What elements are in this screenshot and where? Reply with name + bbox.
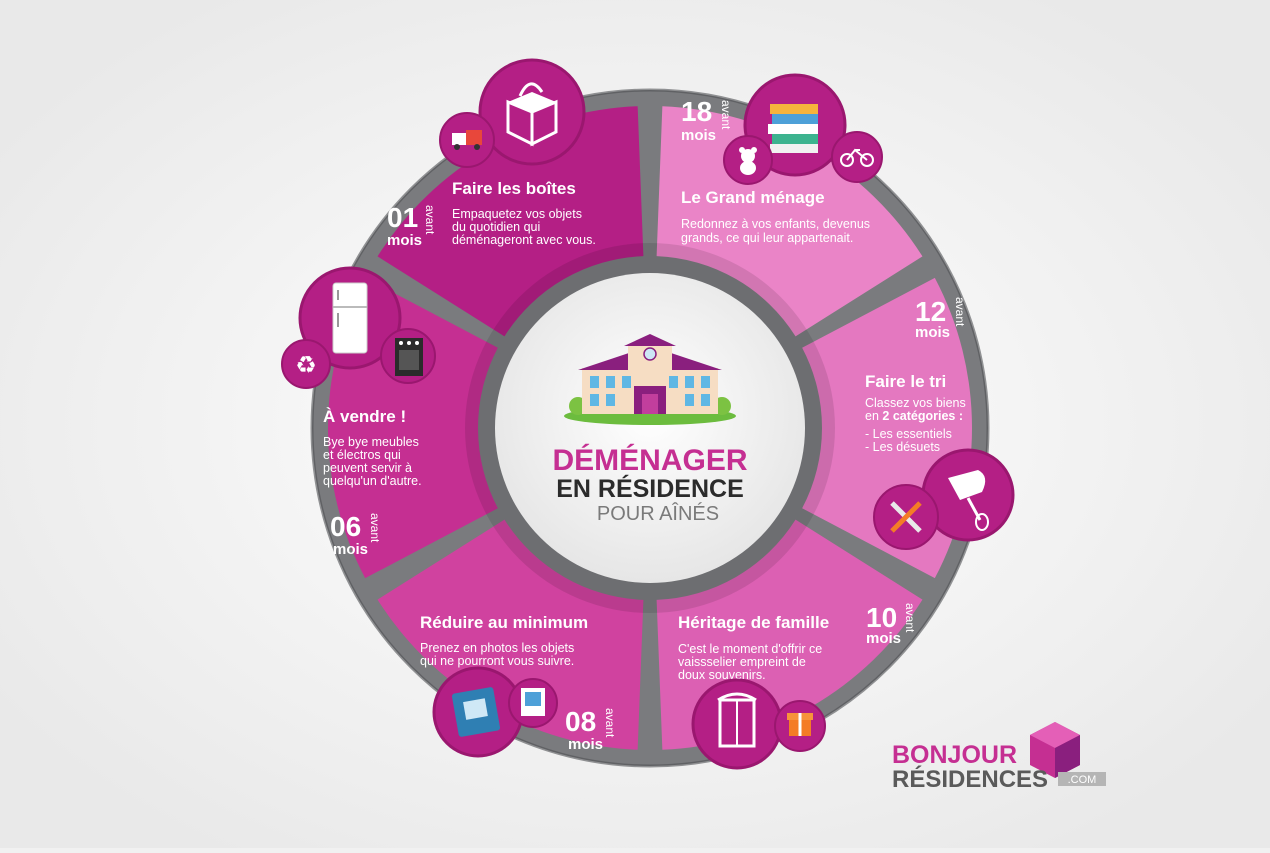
segment-desc-line: quelqu'un d'autre. (323, 474, 422, 488)
segment-desc-line: en 2 catégories : (865, 409, 963, 423)
segment-unit: mois (681, 127, 716, 144)
fridge-icon (298, 266, 402, 370)
segment-qualifier: avant (903, 603, 917, 633)
grey-ring-edge (310, 88, 990, 768)
segment-title: Faire les boîtes (452, 179, 576, 198)
segment-08-label: 08 mois avant Réduire au minimum Prenez … (420, 613, 617, 753)
brand-logo: BONJOUR RÉSIDENCES .COM (892, 722, 1106, 793)
segment-18-label: 18 mois avant Le Grand ménage Redonnez à… (681, 96, 870, 245)
segment-18-shape (656, 106, 923, 337)
segment-desc-line: doux souvenirs. (678, 668, 766, 682)
segment-qualifier: avant (423, 205, 437, 235)
bicycle-icon (831, 131, 883, 183)
segment-qualifier: avant (719, 100, 733, 130)
hand-mixer-icon (921, 448, 1015, 542)
segment-unit: mois (866, 630, 901, 647)
segment-number: 10 (866, 602, 897, 633)
segment-06-label: 06 mois avant À vendre ! Bye bye meubles… (323, 407, 422, 558)
segment-title: Héritage de famille (678, 613, 829, 632)
gift-icon (774, 700, 826, 752)
stove-icon (380, 328, 436, 384)
segment-01-shape (377, 106, 644, 337)
logo-suffix: .COM (1068, 774, 1097, 786)
tools-icon (873, 484, 939, 550)
armoire-icon (691, 678, 783, 770)
segment-qualifier: avant (953, 297, 967, 327)
segment-title: Le Grand ménage (681, 188, 825, 207)
segment-desc-line: peuvent servir à (323, 461, 412, 475)
center-title-line1: DÉMÉNAGER (552, 443, 747, 477)
segment-qualifier: avant (368, 513, 382, 543)
teddy-bear-icon (723, 135, 773, 185)
segment-title: Faire le tri (865, 372, 946, 391)
logo-line2: RÉSIDENCES (892, 765, 1048, 793)
center-disc (495, 273, 805, 583)
segment-desc-line: Redonnez à vos enfants, devenus (681, 217, 870, 231)
svg-text:♻: ♻ (295, 352, 317, 379)
segment-unit: mois (387, 232, 422, 249)
segment-12-label: 12 mois avant Faire le tri Classez vos b… (865, 296, 967, 454)
segment-number: 18 (681, 96, 712, 127)
segment-title: À vendre ! (323, 407, 406, 426)
segment-number: 12 (915, 296, 946, 327)
segment-01-label: 01 mois avant Faire les boîtes Empaquete… (387, 179, 596, 249)
logo-line1: BONJOUR (892, 741, 1017, 769)
segment-unit: mois (333, 541, 368, 558)
segment-desc-line: C'est le moment d'offrir ce (678, 642, 822, 656)
segment-desc-line: et électros qui (323, 448, 401, 462)
residence-building-icon (564, 334, 736, 425)
segment-desc-line: Bye bye meubles (323, 435, 419, 449)
segment-qualifier: avant (603, 708, 617, 738)
segment-desc-line: du quotidien qui (452, 220, 540, 234)
segment-number: 06 (330, 511, 361, 542)
truck-icon (439, 112, 495, 168)
photo-album-icon (432, 666, 524, 758)
segment-desc-line: qui ne pourront vous suivre. (420, 654, 574, 668)
segment-unit: mois (915, 324, 950, 341)
segment-unit: mois (568, 736, 603, 753)
segment-desc-prefix: en (865, 409, 882, 423)
moving-box-icon (478, 58, 586, 166)
segment-desc-item: - Les désuets (865, 440, 940, 454)
segment-desc-line: Empaquetez vos objets (452, 207, 582, 221)
segment-title: Réduire au minimum (420, 613, 588, 632)
segment-desc-line: vaissselier empreint de (678, 655, 806, 669)
recycle-icon: ♻ (281, 339, 331, 389)
segment-08-shape (377, 519, 644, 750)
segment-desc-line: déménageront avec vous. (452, 233, 596, 247)
segment-desc-bold: 2 catégories : (882, 409, 963, 423)
segment-desc-line: grands, ce qui leur appartenait. (681, 231, 853, 245)
segment-number: 08 (565, 706, 596, 737)
segment-desc-item: - Les essentiels (865, 427, 952, 441)
segment-desc-line: Prenez en photos les objets (420, 641, 574, 655)
segment-10-label: 10 mois avant Héritage de famille C'est … (678, 602, 917, 682)
segment-desc-line: Classez vos biens (865, 396, 966, 410)
center-title-line2: EN RÉSIDENCE (556, 474, 744, 503)
logo-suffix-bg (1058, 772, 1106, 786)
polaroid-icon (508, 678, 558, 728)
segment-number: 01 (387, 202, 418, 233)
center-title-line3: POUR AÎNÉS (597, 502, 719, 525)
